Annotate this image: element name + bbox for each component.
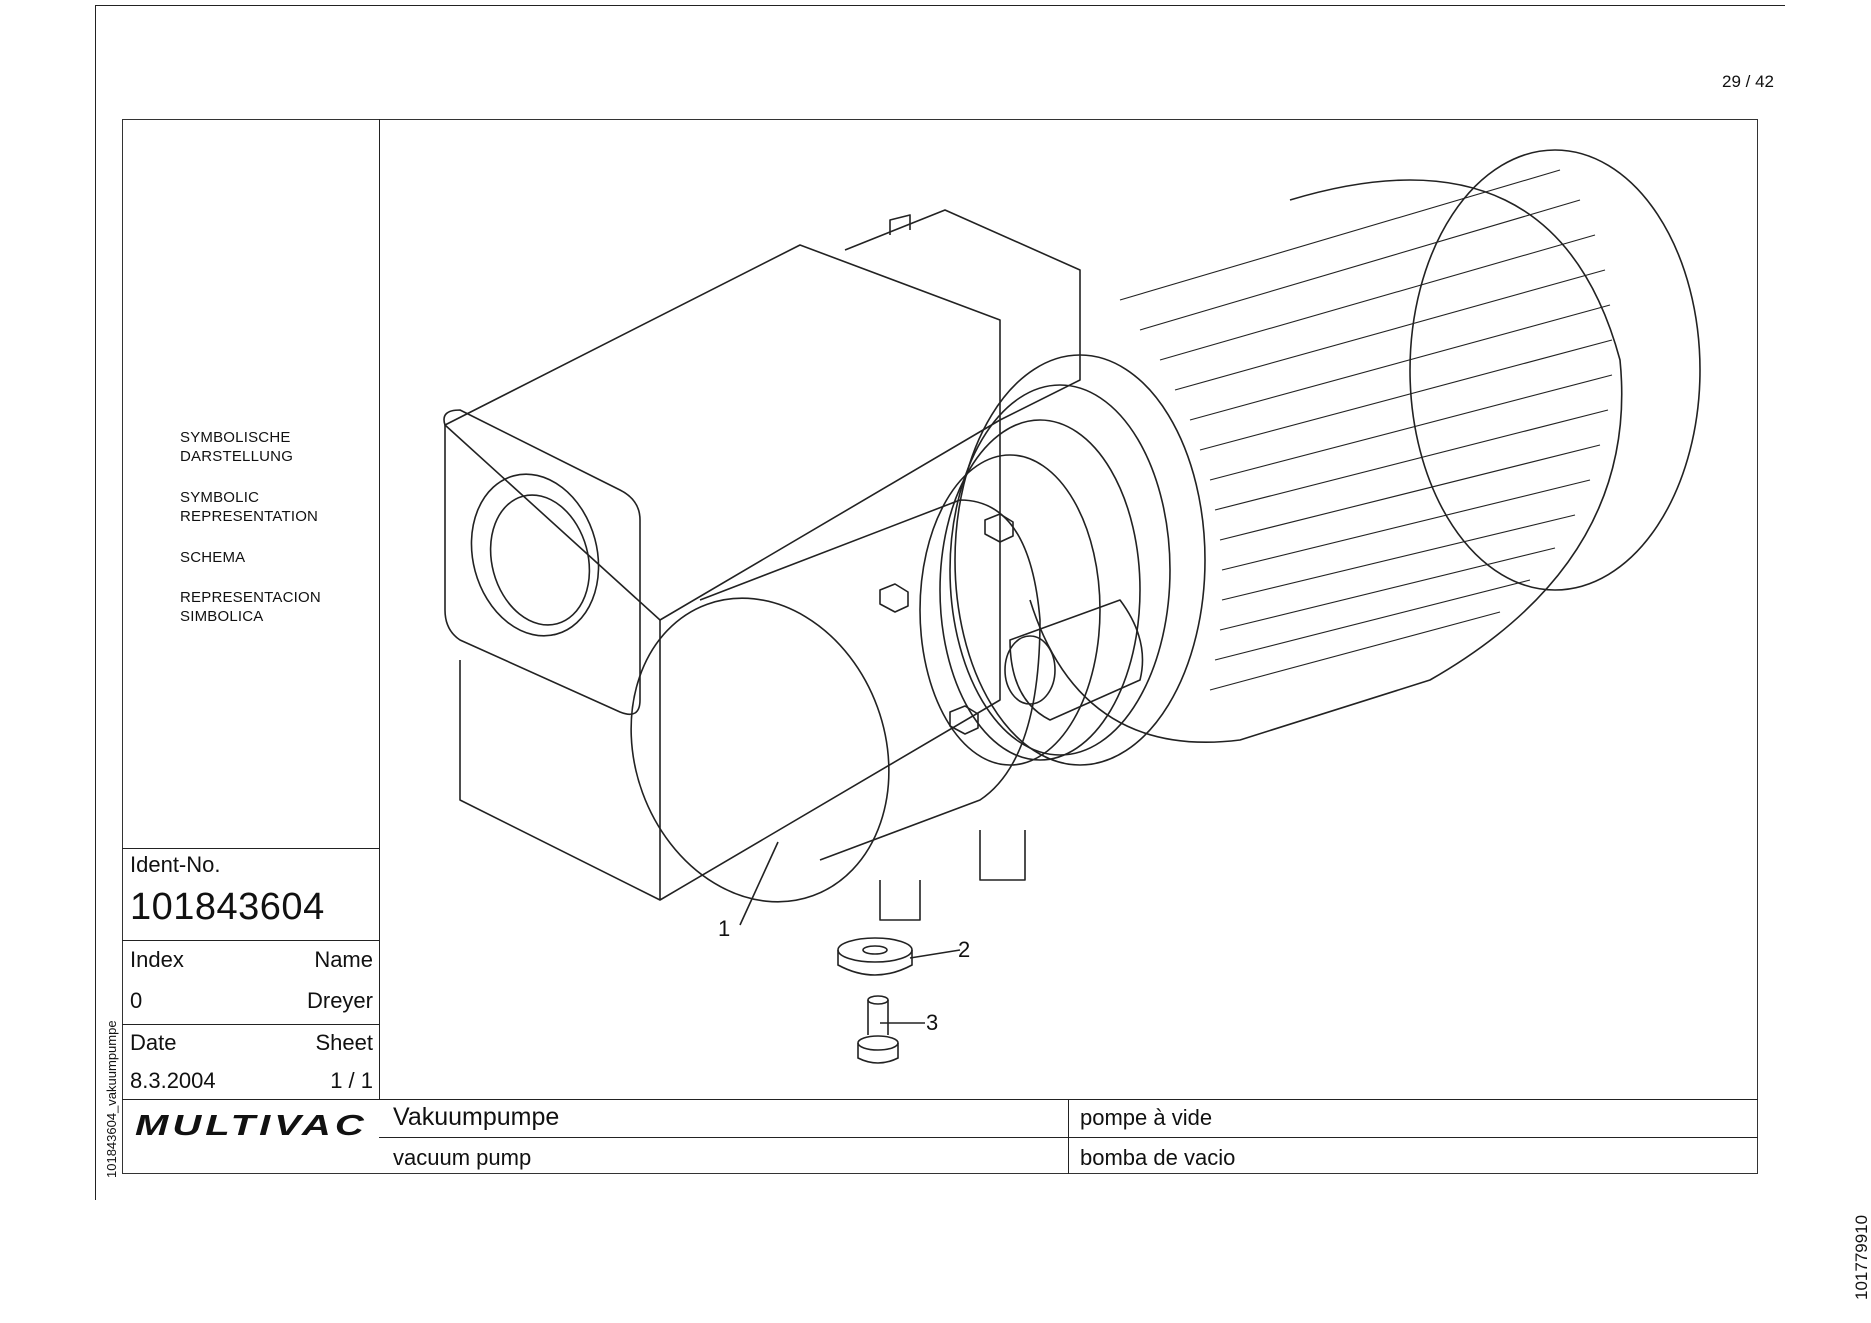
date-label: Date <box>130 1030 177 1055</box>
sheet-label: Sheet <box>315 1030 374 1055</box>
screw-part <box>857 995 899 1064</box>
pump-front-plate <box>443 409 641 716</box>
titleblock-divider-1 <box>122 848 379 849</box>
outlet-elbow <box>1009 599 1144 721</box>
index-label: Index <box>130 947 184 972</box>
left-column-divider <box>379 119 380 1099</box>
titlebar-top-line <box>122 1099 1758 1100</box>
motor-end-cap <box>1409 149 1701 591</box>
symbolic-label-fr: SCHEMA <box>180 549 246 566</box>
titleblock-divider-2 <box>122 940 379 941</box>
callout-1: 1 <box>718 916 731 941</box>
motor-cooling-fins <box>1119 169 1613 691</box>
coupling-ring-2 <box>919 454 1101 766</box>
name-label: Name <box>314 947 373 972</box>
ident-number: 101843604 <box>130 886 325 928</box>
sheet-value: 1 / 1 <box>330 1068 373 1093</box>
page-border-top <box>95 5 1785 6</box>
washer-part <box>837 937 913 976</box>
pump-body-side <box>659 420 1001 901</box>
flange-ring-inner <box>949 384 1171 756</box>
callout-2: 2 <box>958 937 971 962</box>
index-value: 0 <box>130 988 143 1013</box>
coupling-ring-1 <box>939 419 1141 761</box>
leader-line-2 <box>909 949 961 959</box>
titlebar-column-divider <box>1068 1099 1069 1174</box>
pump-body-lower <box>459 660 661 901</box>
filter-housing-cap <box>630 597 890 903</box>
title-de: Vakuumpumpe <box>393 1103 560 1131</box>
ident-label: Ident-No. <box>130 852 221 877</box>
title-es: bomba de vacio <box>1080 1145 1236 1170</box>
leader-line-1 <box>739 841 779 926</box>
bolt-top-left <box>879 583 909 613</box>
outlet-elbow-end <box>1004 635 1056 705</box>
bolt-bottom <box>949 705 979 735</box>
titleblock-divider-3 <box>122 1024 379 1025</box>
pump-foot-1 <box>879 880 921 921</box>
front-port-inner <box>489 494 591 626</box>
pump-upper-block <box>844 209 1081 421</box>
pump-top-nub <box>889 214 911 235</box>
title-fr: pompe à vide <box>1080 1105 1213 1130</box>
title-en: vacuum pump <box>393 1145 532 1170</box>
pump-foot-2 <box>979 830 1026 881</box>
filter-housing-body <box>699 499 1041 861</box>
page-number: 29 / 42 <box>1722 72 1774 91</box>
pump-body-top <box>444 244 1001 621</box>
drawing-frame <box>122 119 1758 1174</box>
name-value: Dreyer <box>306 988 373 1013</box>
motor-housing <box>1029 179 1623 744</box>
bolt-top-right <box>984 513 1014 543</box>
front-port-outer <box>470 473 600 637</box>
multivac-logo: MULTIVAC <box>135 1110 368 1142</box>
date-value: 8.3.2004 <box>130 1068 216 1093</box>
callout-3: 3 <box>926 1010 939 1035</box>
page-border-left <box>95 5 96 1200</box>
